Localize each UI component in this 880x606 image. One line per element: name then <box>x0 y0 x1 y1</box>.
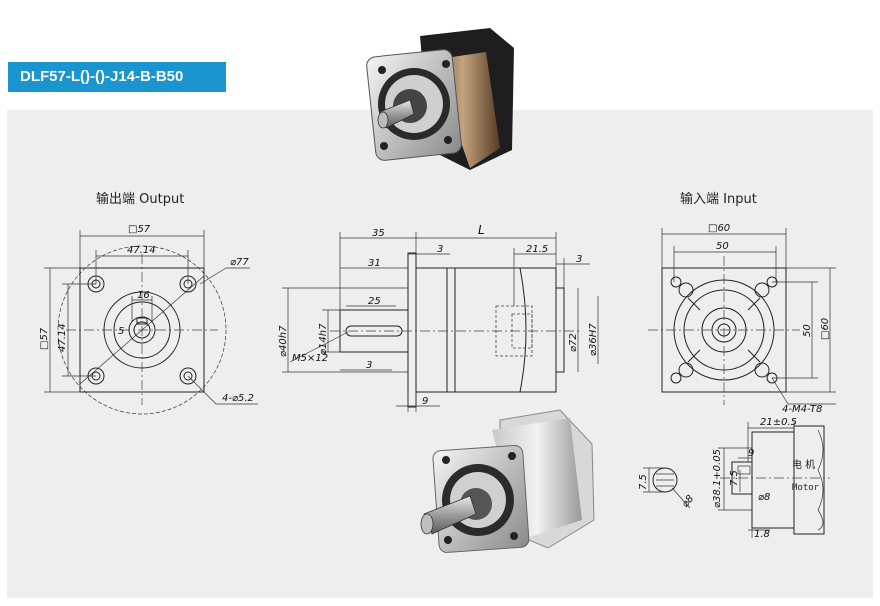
dim-output-sq57-left: □57 <box>39 327 50 350</box>
dim-side-d40h7: ⌀40h7 <box>278 325 289 357</box>
dim-side-d72: ⌀72 <box>568 333 579 352</box>
dim-motor-9: 9 <box>748 448 754 459</box>
dim-input-50-top: 50 <box>716 241 729 252</box>
input-bolt-holes <box>670 276 778 384</box>
dim-side-d14h7: ⌀14h7 <box>318 323 329 355</box>
dim-key-75: 7.5 <box>638 474 649 490</box>
output-end-view <box>44 230 258 415</box>
model-title-badge: DLF57-L()-()-J14-B-B50 <box>8 62 226 92</box>
input-view-label: 输入端 Input <box>680 192 757 207</box>
gearbox-photo-top <box>366 28 514 170</box>
dim-output-d77: ⌀77 <box>230 257 249 268</box>
key-section-detail <box>643 467 691 509</box>
dim-input-50-right: 50 <box>802 324 813 337</box>
dim-output-sq57-top: □57 <box>128 224 151 235</box>
dim-side-d36h7: ⌀36H7 <box>588 323 599 356</box>
dim-motor-21: 21±0.5 <box>760 417 797 428</box>
dim-side-m5: M5×12 <box>292 353 328 364</box>
dim-side-3c: 3 <box>366 360 372 371</box>
dim-output-holes: 4-⌀5.2 <box>222 393 254 404</box>
gearbox-photo-bottom <box>420 409 595 553</box>
dim-motor-75: 7.5 <box>729 470 740 486</box>
motor-shaft-detail <box>718 422 830 538</box>
side-section-view <box>282 232 599 412</box>
dim-key-d8: ⌀8 <box>680 493 696 510</box>
dim-side-3a: 3 <box>437 244 443 255</box>
dim-motor-18: 1.8 <box>754 529 770 540</box>
motor-label-cn: 电 机 <box>792 458 815 471</box>
dim-side-L: L <box>478 223 485 237</box>
dim-output-4714-top: 47.14 <box>127 245 156 256</box>
dim-input-m4: 4-M4-T8 <box>782 404 822 415</box>
input-end-view <box>648 228 836 405</box>
dim-motor-d8: ⌀8 <box>758 492 770 503</box>
motor-label-en: Motor <box>792 483 820 493</box>
dim-output-key5: 5 <box>118 326 124 337</box>
dim-input-sq60-top: □60 <box>708 223 730 234</box>
dim-side-31: 31 <box>368 258 381 269</box>
dim-side-35: 35 <box>372 228 385 239</box>
dim-side-25: 25 <box>368 296 381 307</box>
output-view-label: 输出端 Output <box>96 192 185 207</box>
dim-motor-d381: ⌀38.1+0.05 <box>712 449 723 508</box>
dim-output-d16: 16 <box>137 290 150 301</box>
dim-input-sq60-right: □60 <box>820 318 831 340</box>
dim-side-215: 21.5 <box>526 244 548 255</box>
dim-side-9: 9 <box>422 396 428 407</box>
dim-output-4714-left: 47.14 <box>57 323 68 352</box>
dim-side-3b: 3 <box>576 254 582 265</box>
